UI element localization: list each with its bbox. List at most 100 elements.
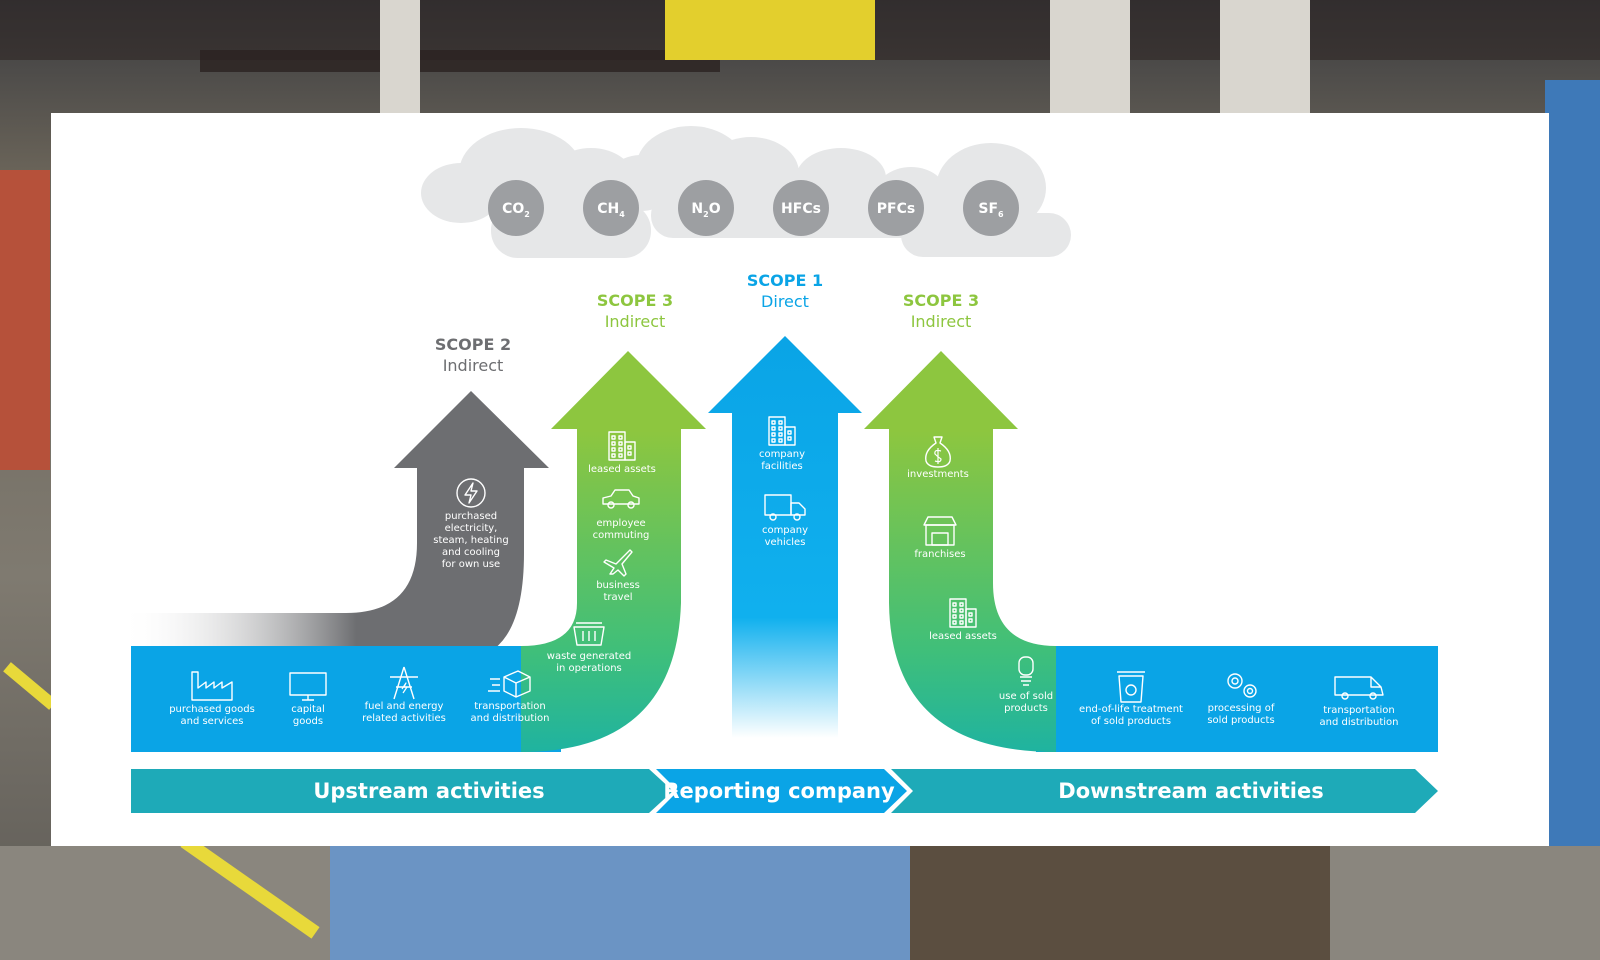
gas-circle [963,180,1019,236]
item-label: business [596,580,640,591]
scope2-subtitle: Indirect [443,356,504,375]
factory-icon [191,671,233,701]
money-bag-icon [925,436,951,468]
gears-icon [1227,673,1257,698]
item-label: end-of-life treatment [1079,704,1183,715]
item-label: processing of [1208,703,1275,714]
scope3-upstream-arrow [521,351,706,752]
item-label: transportation [1323,705,1395,716]
scope2-arrow [121,391,549,653]
item-money-bag: investments [907,436,969,480]
item-label: use of sold [999,691,1053,702]
item-label: and distribution [1320,717,1399,728]
scope3-downstream-arrow [864,351,1056,752]
band-reporting-label: Reporting company [663,779,895,803]
scope3-downstream-title: SCOPE 3 [903,291,979,310]
gas-bubble-hfcs: HFCs [773,180,829,236]
gas-bubble-co2: CO2 [488,180,544,236]
item-label: of sold products [1091,716,1171,727]
band-upstream [131,769,673,813]
gas-circle [488,180,544,236]
item-label: products [1004,703,1048,714]
gas-label: CH4 [597,201,625,219]
lightning-icon [456,478,486,508]
downstream-strip [1036,646,1438,752]
gas-label: CO2 [502,201,530,219]
item-label: steam, heating [433,535,509,546]
dumpster-icon [573,622,605,646]
gas-label: HFCs [781,201,821,217]
gas-label: N2O [691,201,720,219]
gas-label: SF6 [978,201,1004,219]
van-icon [1334,676,1384,700]
gas-bubble-n2o: N2O [678,180,734,236]
building-icon [768,416,796,446]
item-label: employee [596,518,645,529]
band-upstream-label: Upstream activities [313,779,544,803]
item-label: facilities [761,461,803,472]
gas-circles: CO2 CH4 N2O HFCs PFCs SF6 [488,180,1019,236]
item-label: transportation [474,701,546,712]
power-pylon-icon [390,666,418,700]
building-icon [608,431,636,461]
upstream-strip [131,646,561,752]
item-label: and cooling [442,547,500,558]
item-building: leased assets [588,431,656,475]
band-downstream-label: Downstream activities [1058,779,1323,803]
item-label: commuting [593,530,650,541]
item-label: purchased [445,511,497,522]
item-label: investments [907,469,969,480]
item-label: vehicles [765,537,806,548]
item-label: goods [293,716,323,727]
item-label: purchased goods [169,704,255,715]
airplane-icon [603,549,633,577]
recycle-bin-icon [1117,671,1145,703]
scope1-subtitle: Direct [761,292,809,311]
item-label: waste generated [547,651,631,662]
item-building: leased assets [929,598,997,642]
item-label: fuel and energy [365,701,444,712]
gas-bubble-sf6: SF6 [963,180,1019,236]
item-label: related activities [362,713,446,724]
scope3-downstream-subtitle: Indirect [911,312,972,331]
gas-circle [868,180,924,236]
truck-icon [764,494,806,521]
gas-circle [678,180,734,236]
scope3-upstream-title: SCOPE 3 [597,291,673,310]
item-label: leased assets [588,464,656,475]
item-label: in operations [556,663,622,674]
scope1-title: SCOPE 1 [747,271,823,290]
scope3-upstream-subtitle: Indirect [605,312,666,331]
item-label: franchises [914,549,965,560]
band-reporting [656,769,907,813]
monitor-icon [289,672,327,701]
item-label: company [759,449,805,460]
item-label: for own use [442,559,500,570]
storefront-icon [923,516,957,546]
gas-bubble-pfcs: PFCs [868,180,924,236]
moving-box-icon [488,670,531,698]
light-bulb-icon [1018,656,1034,686]
item-label: leased assets [929,631,997,642]
item-label: capital [291,704,325,715]
item-label: and services [180,716,243,727]
gas-bubble-ch4: CH4 [583,180,639,236]
item-label: electricity, [445,523,498,534]
